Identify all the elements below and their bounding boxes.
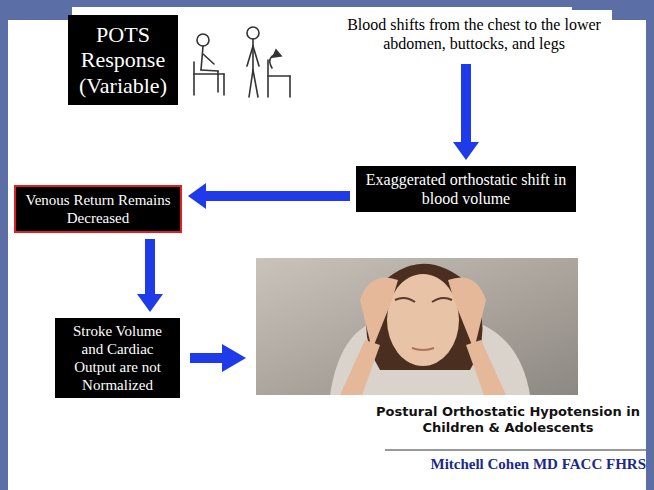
- flow-arrow: [453, 64, 479, 160]
- flow-arrow: [137, 239, 163, 312]
- process-box: Venous Return Remains Decreased: [14, 185, 182, 233]
- flow-arrow: [188, 183, 350, 209]
- author-text: Mitchell Cohen MD FACC FHRS: [384, 455, 646, 474]
- node-text: POTS Response (Variable): [74, 22, 172, 98]
- dizzy-woman-photo: [256, 258, 578, 395]
- posture-figures: [194, 27, 290, 97]
- node-text: Venous Return Remains Decreased: [22, 191, 174, 227]
- process-box: Exaggerated orthostatic shift in blood v…: [356, 166, 576, 212]
- title-box: POTS Response (Variable): [68, 15, 178, 105]
- caption-rule: [385, 450, 646, 451]
- block-arrow: [190, 344, 246, 372]
- node-text: Blood shifts from the chest to the lower…: [342, 15, 606, 53]
- node-text: Exaggerated orthostatic shift in blood v…: [362, 170, 570, 208]
- process-box: Stroke Volume and Cardiac Output are not…: [55, 318, 180, 398]
- plain-text-node: Blood shifts from the chest to the lower…: [336, 10, 612, 58]
- node-text: Stroke Volume and Cardiac Output are not…: [61, 322, 174, 394]
- caption-text: Postural Orthostatic Hypotension in Chil…: [370, 404, 646, 437]
